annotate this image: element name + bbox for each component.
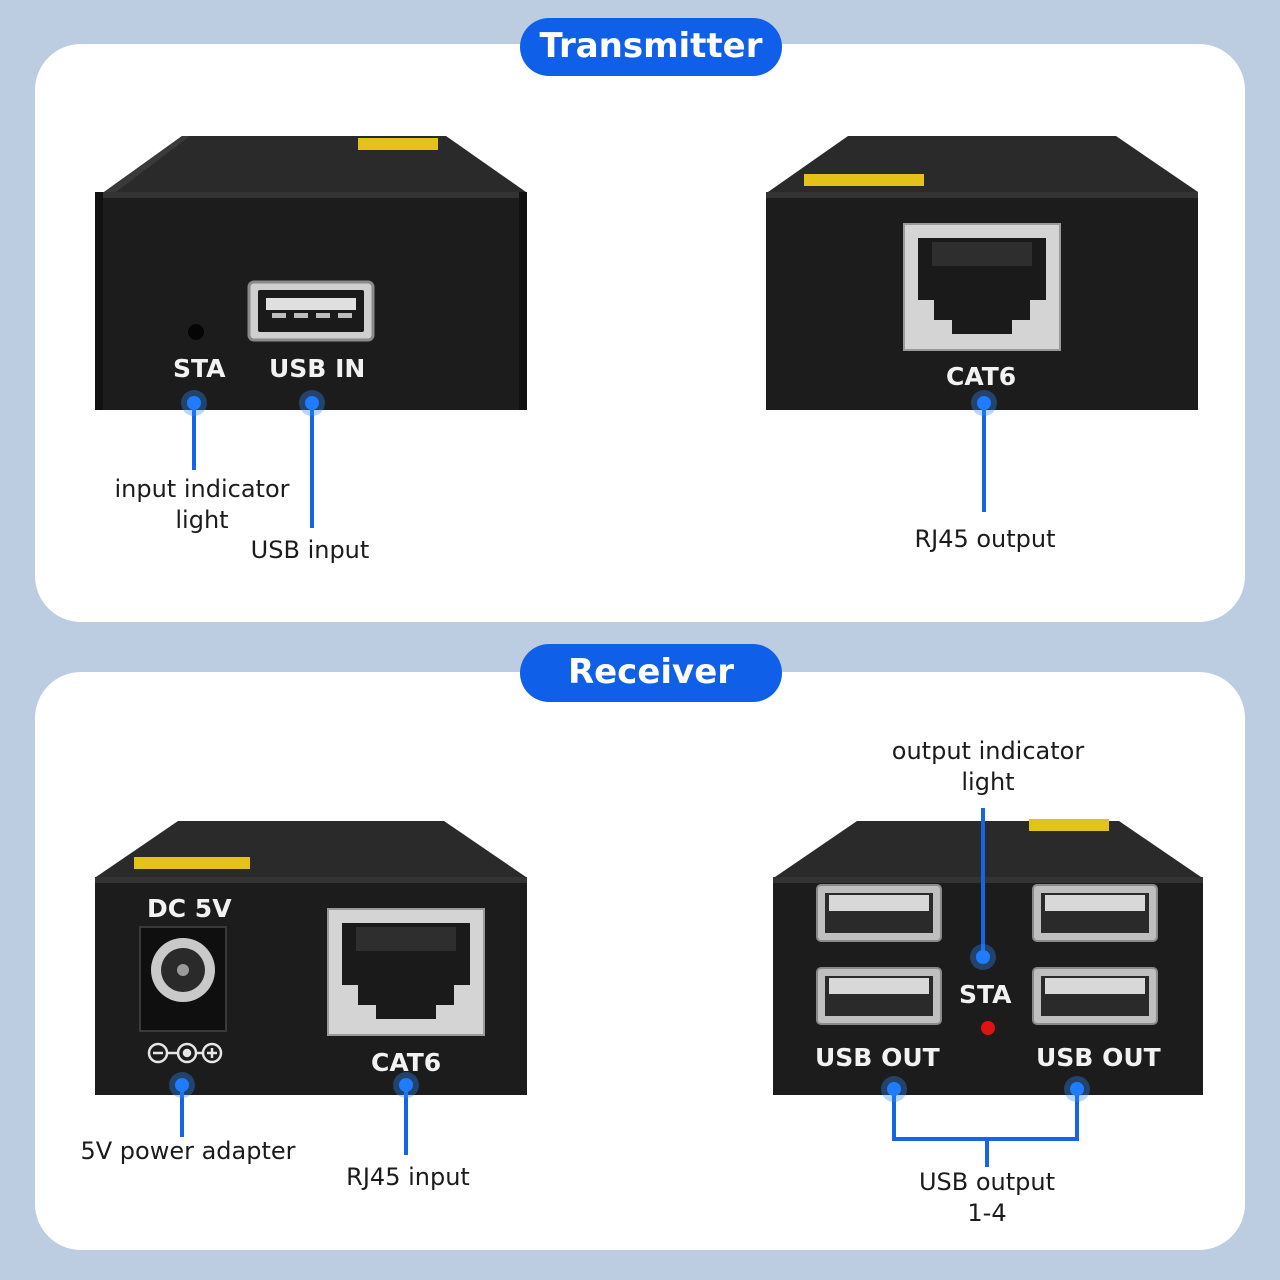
status-led-icon bbox=[981, 1021, 995, 1035]
transmitter-title: Transmitter bbox=[520, 18, 782, 76]
callout-line bbox=[981, 808, 985, 954]
callout-line bbox=[985, 1137, 989, 1167]
callout-line bbox=[1075, 1090, 1079, 1140]
polarity-icon bbox=[147, 1042, 223, 1064]
callout-line bbox=[180, 1085, 184, 1137]
rj45-port-icon bbox=[327, 908, 485, 1036]
usb-a-port-icon bbox=[1032, 967, 1158, 1025]
cat6-label: CAT6 bbox=[946, 362, 1017, 391]
input-indicator-light-callout: input indicator light bbox=[114, 475, 290, 534]
rj45-input-callout: RJ45 input bbox=[346, 1163, 470, 1191]
callout-dot bbox=[187, 396, 201, 410]
callout-dot bbox=[175, 1078, 189, 1092]
rj45-output-callout: RJ45 output bbox=[914, 525, 1056, 553]
callout-line bbox=[310, 402, 314, 528]
sta-label: STA bbox=[959, 980, 1012, 1009]
cat6-label: CAT6 bbox=[371, 1048, 442, 1077]
callout-line bbox=[192, 402, 196, 470]
brand-logo-icon bbox=[134, 857, 250, 869]
brand-logo-icon bbox=[358, 138, 438, 150]
transmitter-usb-device bbox=[95, 136, 527, 410]
output-indicator-light-callout: output indicator light bbox=[891, 737, 1085, 796]
callout-line bbox=[892, 1090, 896, 1140]
receiver-title: Receiver bbox=[520, 644, 782, 702]
usb-a-port-icon bbox=[816, 967, 942, 1025]
usb-output-callout: USB output 1-4 bbox=[918, 1168, 1056, 1227]
power-adapter-callout: 5V power adapter bbox=[80, 1137, 296, 1165]
receiver-rj45-device bbox=[95, 821, 527, 1095]
sta-label: STA bbox=[173, 354, 226, 383]
callout-line bbox=[404, 1085, 408, 1155]
usb-a-port-icon bbox=[816, 884, 942, 942]
usb-out-label-right: USB OUT bbox=[1036, 1043, 1161, 1072]
usb-in-label: USB IN bbox=[269, 354, 366, 383]
callout-dot bbox=[977, 396, 991, 410]
callout-dot bbox=[399, 1078, 413, 1092]
callout-dot bbox=[305, 396, 319, 410]
brand-logo-icon bbox=[1029, 819, 1109, 831]
usb-out-label-left: USB OUT bbox=[815, 1043, 940, 1072]
dc-jack-icon bbox=[139, 926, 227, 1032]
callout-line bbox=[982, 402, 986, 512]
callout-dot bbox=[887, 1082, 901, 1096]
brand-logo-icon bbox=[804, 174, 924, 186]
transmitter-rj45-device bbox=[766, 136, 1198, 410]
dc-5v-label: DC 5V bbox=[147, 894, 232, 923]
status-led-icon bbox=[188, 324, 204, 340]
callout-dot bbox=[1070, 1082, 1084, 1096]
rj45-port-icon bbox=[903, 223, 1061, 351]
usb-input-callout: USB input bbox=[250, 536, 370, 564]
callout-dot bbox=[976, 950, 990, 964]
usb-a-port-icon bbox=[247, 280, 375, 342]
usb-a-port-icon bbox=[1032, 884, 1158, 942]
receiver-usb-device bbox=[773, 819, 1203, 1095]
